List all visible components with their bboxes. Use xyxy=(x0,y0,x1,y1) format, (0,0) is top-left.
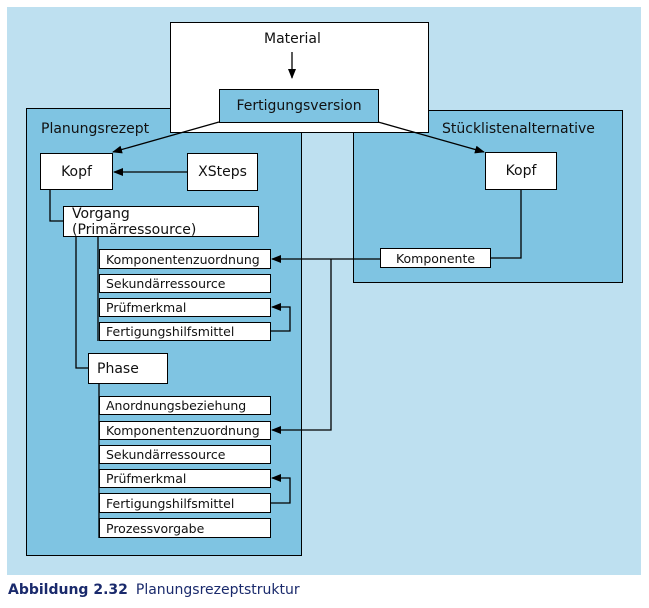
xsteps-box: XSteps xyxy=(187,153,258,191)
phase-child-anordnungsbeziehung: Anordnungsbeziehung xyxy=(99,396,271,415)
planungsrezept-kopf-box: Kopf xyxy=(40,153,113,190)
vorgang-child-fertigungshilfsmittel: Fertigungshilfsmittel xyxy=(99,322,271,341)
phase-child-komponentenzuordnung: Komponentenzuordnung xyxy=(99,421,271,440)
figure-caption-label: Abbildung 2.32 xyxy=(8,582,128,598)
figure-caption: Abbildung 2.32 Planungsrezeptstruktur xyxy=(8,582,300,598)
vorgang-box: Vorgang (Primärressource) xyxy=(63,206,259,238)
stuecklistenalternative-title: Stücklistenalternative xyxy=(442,121,595,137)
planungsrezept-title: Planungsrezept xyxy=(41,121,150,137)
phase-child-fertigungshilfsmittel: Fertigungshilfsmittel xyxy=(99,493,271,513)
vorgang-child-sekundaerressource: Sekundärressource xyxy=(99,274,271,293)
stueckliste-kopf-box: Kopf xyxy=(485,152,557,190)
phase-child-prozessvorgabe: Prozessvorgabe xyxy=(99,518,271,538)
figure-caption-text: Planungsrezeptstruktur xyxy=(135,582,300,598)
phase-child-sekundaerressource: Sekundärressource xyxy=(99,445,271,464)
material-label: Material xyxy=(264,31,321,47)
fertigungsversion-box: Fertigungsversion xyxy=(219,89,379,123)
phase-box: Phase xyxy=(88,353,168,384)
komponente-box: Komponente xyxy=(380,248,491,268)
vorgang-child-komponentenzuordnung: Komponentenzuordnung xyxy=(99,249,271,269)
phase-child-pruefmerkmal: Prüfmerkmal xyxy=(99,469,271,488)
vorgang-child-pruefmerkmal: Prüfmerkmal xyxy=(99,298,271,317)
